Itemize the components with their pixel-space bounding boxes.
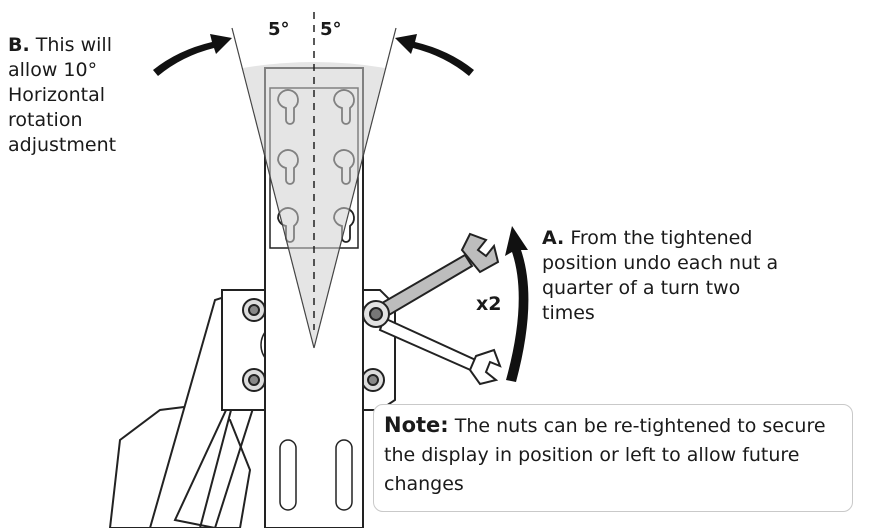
instruction-a-text: From the tightened position undo each nu… (542, 227, 779, 324)
repeat-multiplier: x2 (476, 293, 502, 315)
wrench-icon (362, 232, 502, 386)
instruction-a: A. From the tightened position undo each… (542, 226, 782, 326)
turn-arrow-icon (505, 226, 529, 382)
instruction-b-text: This will allow 10° Horizontal rotation … (8, 34, 117, 156)
rotation-arrow-right-icon (395, 34, 474, 76)
rotation-arrow-left-icon (153, 34, 232, 76)
instruction-b-letter: B. (8, 34, 30, 56)
angle-label-right: 5° (320, 19, 342, 40)
note-text-block: Note: The nuts can be re-tightened to se… (384, 411, 844, 499)
note-box: Note: The nuts can be re-tightened to se… (373, 404, 853, 512)
instruction-b: B. This will allow 10° Horizontal rotati… (8, 33, 158, 158)
instruction-a-letter: A. (542, 227, 565, 249)
note-label: Note: (384, 413, 449, 437)
angle-label-left: 5° (268, 19, 290, 40)
note-body: The nuts can be re-tightened to secure t… (384, 415, 826, 495)
angle-wedge (231, 12, 397, 349)
